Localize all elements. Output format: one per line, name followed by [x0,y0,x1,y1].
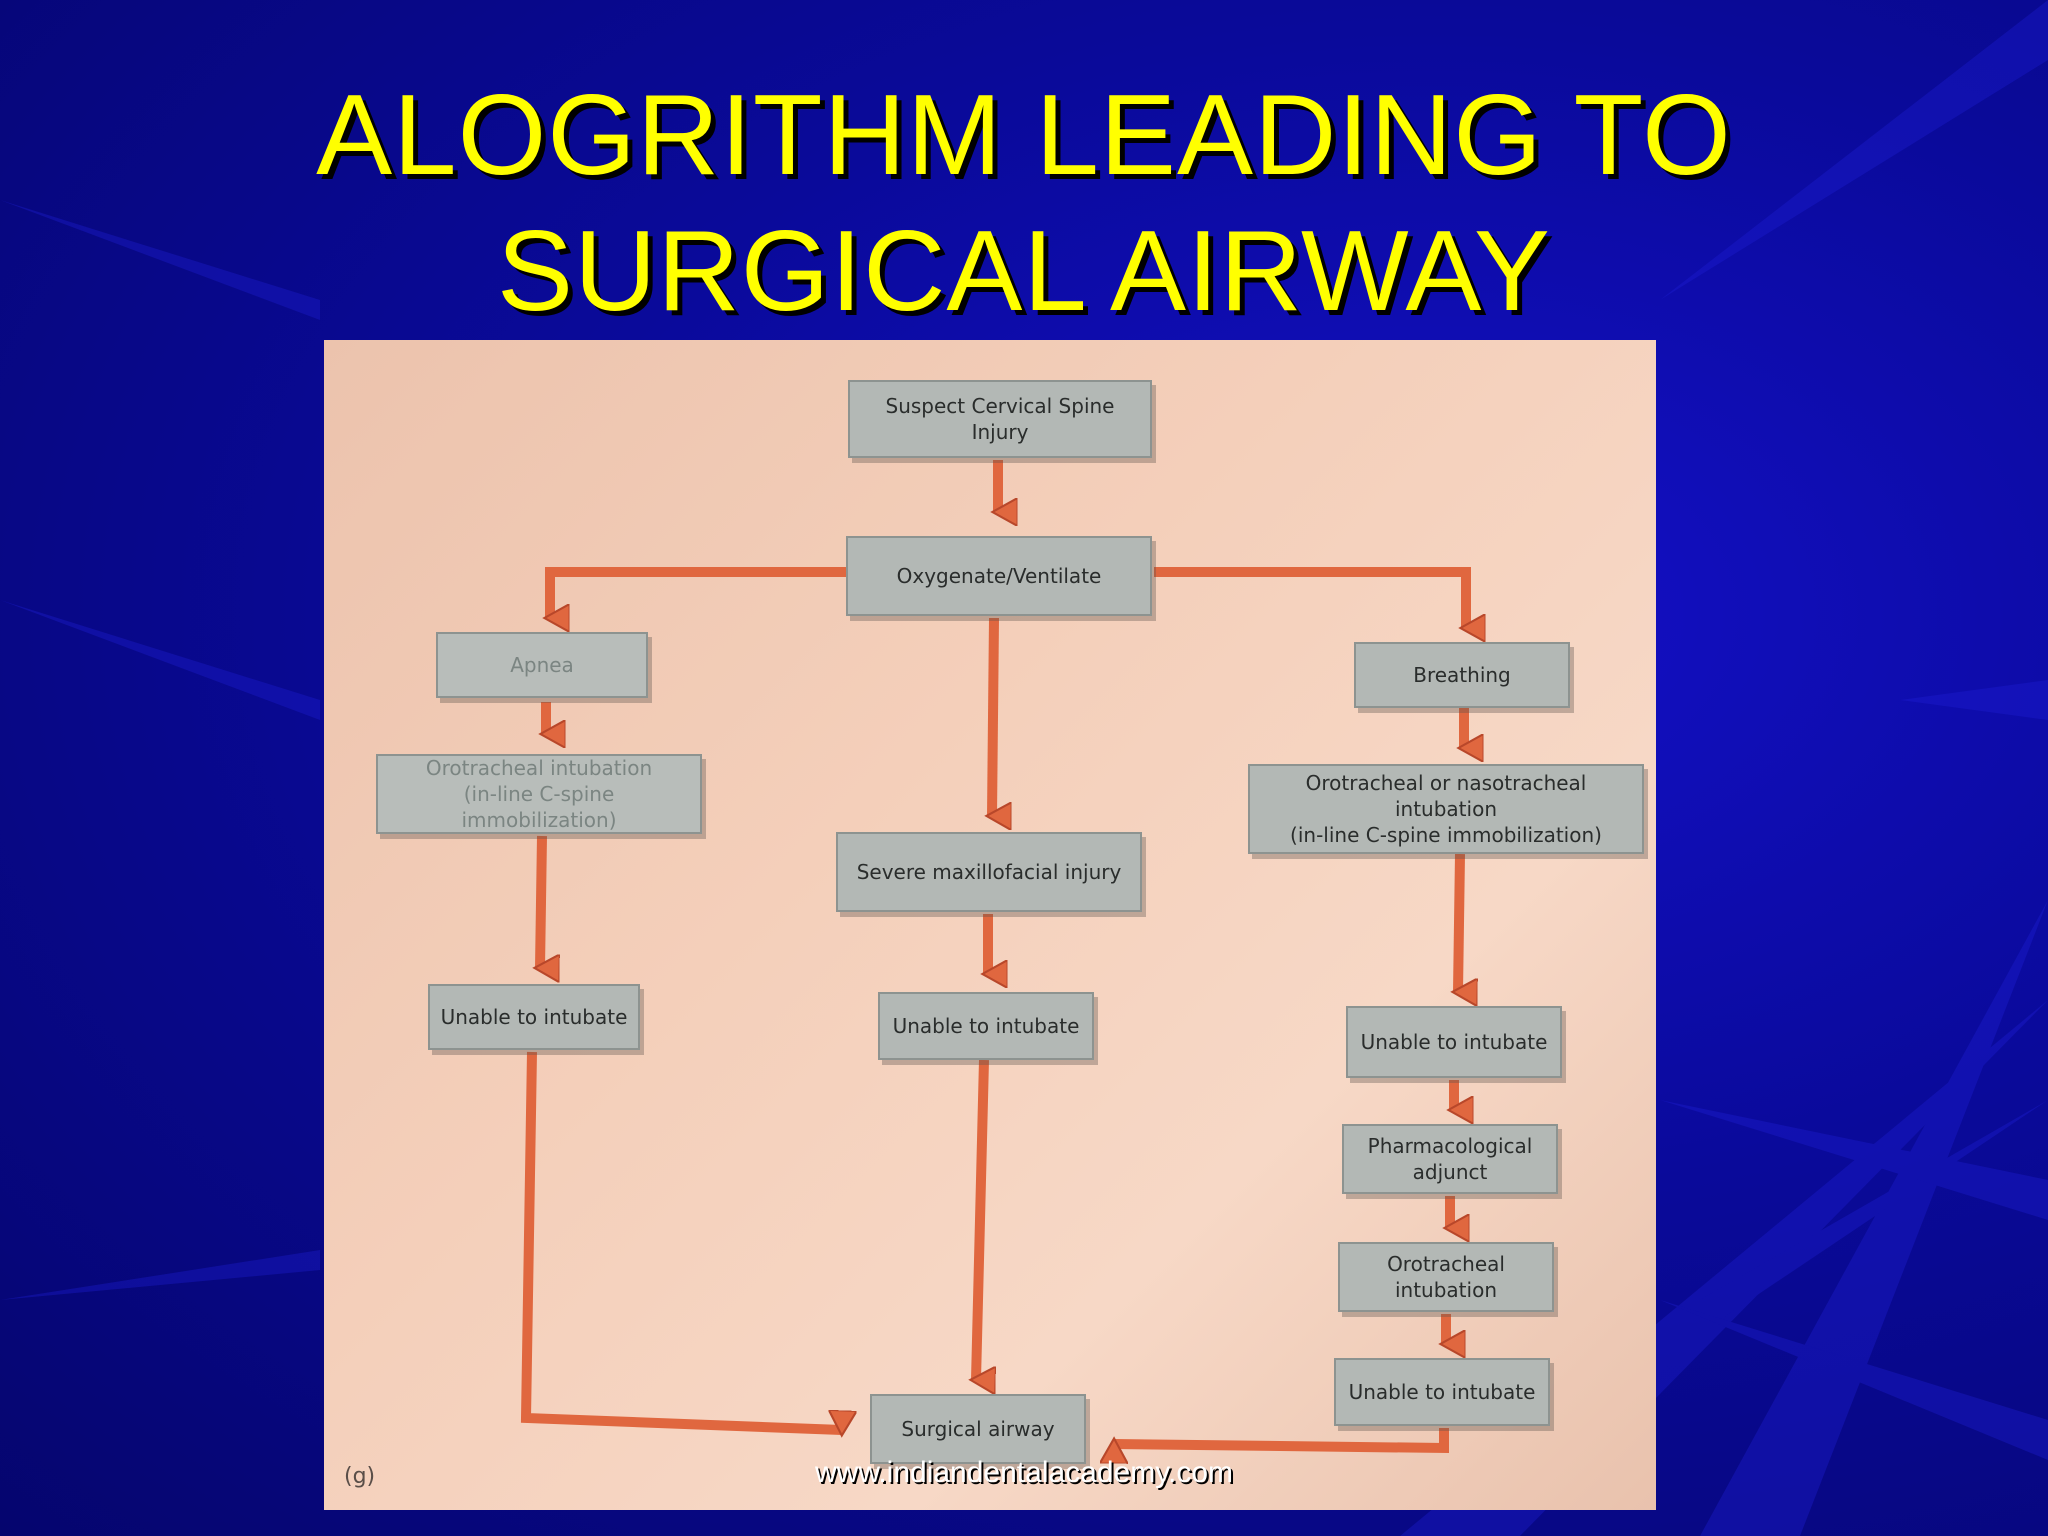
node-apnea-label: Apnea [510,653,574,677]
node-oro-right-line2: intubation [1394,1278,1497,1302]
node-unable-to-intubate-right-2: Unable to intubate [1334,1358,1550,1426]
node-oxygenate-ventilate: Oxygenate/Ventilate [846,536,1152,616]
flowchart-photo: Suspect Cervical Spine Injury Oxygenate/… [324,340,1656,1510]
node-unable-to-intubate-middle: Unable to intubate [878,992,1094,1060]
slide-title: ALOGRITHM LEADING TO SURGICAL AIRWAY [0,68,2048,340]
arrow-oro-unable-left [535,835,547,969]
arrow-oronaso-unable-right [1453,853,1465,993]
node-suspect-label: Suspect Cervical Spine Injury [885,394,1115,444]
slide-title-line2: SURGICAL AIRWAY [497,208,1551,335]
arrow-unable-mid-surgical [971,1059,989,1381]
node-oro-left-line1: Orotracheal intubation [425,756,653,780]
node-orotracheal-intubation-left: Orotracheal intubation (in-line C-spine … [376,754,702,834]
arrow-oxygenate-severe [987,617,999,817]
node-orotracheal-or-nasotracheal-intubation: Orotracheal or nasotracheal intubation (… [1248,764,1644,854]
node-surgical-airway: Surgical airway [870,1394,1086,1464]
node-surgical-label: Surgical airway [901,1417,1055,1441]
watermark-url: www.indiandentalacademy.com [815,1456,1233,1489]
node-oro-right-line1: Orotracheal [1387,1252,1505,1276]
arrow-unable-right2-surgical [1113,1428,1449,1454]
node-orotracheal-intubation-right: Orotracheal intubation [1338,1242,1554,1312]
arrow-oxygenate-apnea [545,567,850,618]
node-oxygenate-label: Oxygenate/Ventilate [896,564,1102,588]
node-unable-right-label: Unable to intubate [1360,1030,1548,1054]
figure-label: (g) [344,1464,376,1489]
node-severe-maxillofacial-injury: Severe maxillofacial injury [836,832,1142,912]
arrow-unable-left-surgical [520,1051,843,1435]
node-oro-left-line2: (in-line C-spine immobilization) [461,782,617,832]
node-pharmacological-adjunct: Pharmacological adjunct [1342,1124,1558,1194]
node-breathing-label: Breathing [1413,663,1511,687]
node-apnea: Apnea [436,632,648,698]
node-pharma-line2: adjunct [1412,1160,1488,1184]
flowchart-arrows [520,460,1656,1510]
node-breathing: Breathing [1354,642,1570,708]
node-unable-right2-label: Unable to intubate [1348,1380,1536,1404]
node-unable-left-label: Unable to intubate [440,1005,628,1029]
node-oronaso-line2: (in-line C-spine immobilization) [1290,823,1602,847]
node-severe-label: Severe maxillofacial injury [856,860,1122,884]
arrow-oxygenate-breathing [1154,567,1471,628]
node-unable-to-intubate-left: Unable to intubate [428,984,640,1050]
node-unable-mid-label: Unable to intubate [892,1014,1080,1038]
slide-title-line1: ALOGRITHM LEADING TO [316,72,1732,199]
node-pharma-line1: Pharmacological [1367,1134,1533,1158]
node-suspect-cervical-spine-injury: Suspect Cervical Spine Injury [848,380,1152,458]
node-unable-to-intubate-right: Unable to intubate [1346,1006,1562,1078]
node-oronaso-line1: Orotracheal or nasotracheal intubation [1305,771,1587,821]
